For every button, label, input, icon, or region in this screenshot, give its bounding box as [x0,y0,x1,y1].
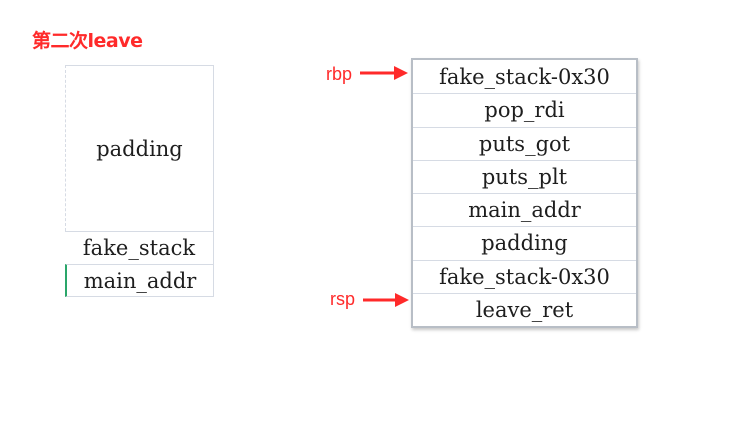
rbp-label: rbp [326,64,353,84]
right-cell-fake-stack-0x30-bottom: fake_stack-0x30 [413,259,636,293]
rsp-arrow-icon [363,293,409,307]
rsp-label: rsp [330,289,356,309]
left-cell-main-addr: main_addr [65,264,214,297]
rbp-arrow-icon [360,66,408,80]
right-cell-fake-stack-0x30-top: fake_stack-0x30 [439,64,610,89]
right-cell-puts-got: puts_got [413,126,636,160]
diagram-title: 第二次leave [32,30,143,52]
left-cell-padding: padding [65,65,214,231]
left-cell-fake-stack: fake_stack [65,231,214,264]
right-cell-main-addr: main_addr [413,193,636,226]
right-cell-padding: padding [413,226,636,259]
left-stack: padding fake_stack main_addr [65,65,214,297]
right-cell-puts-plt: puts_plt [413,159,636,193]
right-stack: fake_stack-0x30 pop_rdi puts_got puts_pl… [411,58,638,328]
right-cell-leave-ret: leave_ret [413,292,636,326]
right-cell-pop-rdi: pop_rdi [413,93,636,126]
